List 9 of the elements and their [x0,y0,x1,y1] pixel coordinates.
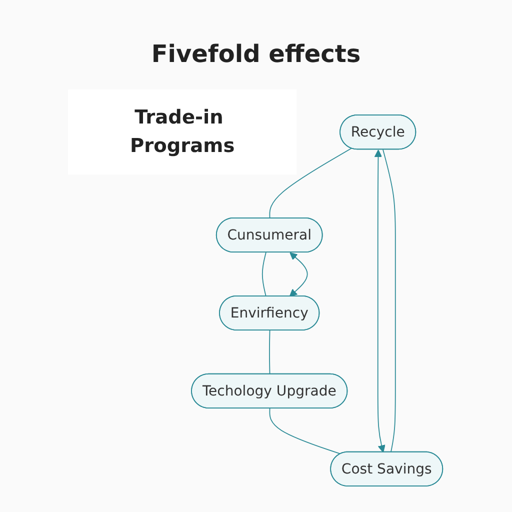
connector [270,330,271,375]
connector [270,148,352,219]
connector [382,149,396,453]
connector [270,408,342,454]
connector [262,252,267,297]
arrow [374,150,386,453]
node-text: Trade-in Programs [130,106,236,158]
arrow [290,252,308,297]
title: Fivefold effects [150,40,362,68]
